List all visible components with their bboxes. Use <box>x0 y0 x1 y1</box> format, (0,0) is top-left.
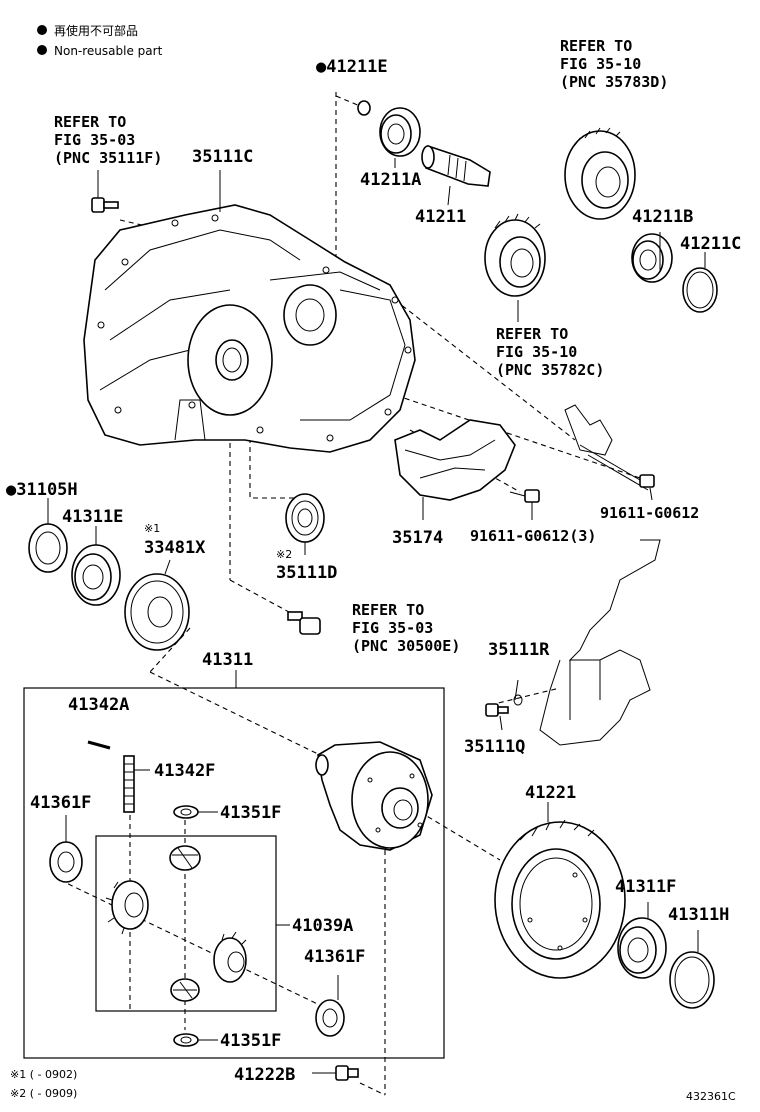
shaft-41211 <box>421 144 491 206</box>
label-41039a: 41039A <box>292 916 353 936</box>
ring-gear-41221 <box>494 819 626 979</box>
bearing-41311e <box>71 544 121 606</box>
washer-33481x <box>124 573 190 651</box>
label-41311h: 41311H <box>668 905 729 925</box>
label-41311f: 41311F <box>615 877 676 897</box>
svg-text:FIG 35-10: FIG 35-10 <box>560 55 641 73</box>
legend: 再使用不可部品 Non-reusable part <box>37 23 163 58</box>
bracket-91611 <box>564 404 655 491</box>
label-41211b: 41211B <box>632 207 693 227</box>
label-35174: 35174 <box>392 528 443 548</box>
reference-fig-35-10-35783d: REFER TO FIG 35-10 (PNC 35783D) <box>560 37 668 91</box>
note-mark-2: ※2 <box>276 548 292 561</box>
case-sketch-right <box>513 539 661 746</box>
side-gear-right <box>213 931 247 983</box>
transaxle-housing <box>83 170 416 453</box>
washer-41361f-b <box>315 999 345 1037</box>
figure-id: 432361C <box>686 1090 736 1103</box>
bearing-41311f <box>617 917 667 979</box>
note-mark-1: ※1 <box>144 522 160 535</box>
label-41211e: ●41211E <box>316 57 388 77</box>
plug-35111q <box>485 703 509 717</box>
label-41342f: 41342F <box>154 761 215 781</box>
label-41222b: 41222B <box>234 1065 295 1085</box>
svg-text:REFER TO: REFER TO <box>496 325 568 343</box>
plug-41211e <box>357 100 371 116</box>
svg-text:(PNC 35782C): (PNC 35782C) <box>496 361 604 379</box>
pinion-gear-bottom <box>170 978 200 1002</box>
svg-text:REFER TO: REFER TO <box>54 113 126 131</box>
leader-lines <box>47 232 706 1074</box>
gear-35783d <box>564 127 636 220</box>
bolt-35111f <box>91 170 119 213</box>
svg-text:REFER TO: REFER TO <box>560 37 632 55</box>
shaft-41342f <box>123 755 150 813</box>
label-41351f-b: 41351F <box>220 1031 281 1051</box>
label-33481x: 33481X <box>144 538 206 558</box>
snap-ring-41311h <box>669 951 715 1009</box>
label-35111c: 35111C <box>192 147 253 167</box>
svg-text:REFER TO: REFER TO <box>352 601 424 619</box>
label-35111r: 35111R <box>488 640 550 660</box>
legend-japanese: 再使用不可部品 <box>54 23 138 38</box>
bolt-30500e <box>287 611 321 635</box>
seal-31105h <box>28 523 68 573</box>
part-labels: ●41211E 41211A 41211 35111C 41211B 41211… <box>6 57 741 1085</box>
label-91611-g0612: 91611-G0612 <box>600 504 699 522</box>
bearing-41211b <box>631 233 673 283</box>
washer-41361f-a <box>49 841 83 883</box>
label-41211a: 41211A <box>360 170 421 190</box>
bolt-41222b <box>335 1065 359 1081</box>
label-41211c: 41211C <box>680 234 741 254</box>
label-41361f-a: 41361F <box>30 793 91 813</box>
oil-receiver-35174 <box>394 419 516 520</box>
bolt-91611-3 <box>509 489 540 503</box>
footnote-1: ※1 ( - 0902) <box>10 1068 77 1081</box>
label-41311e: 41311E <box>62 507 123 527</box>
label-31105h: ●31105H <box>6 480 78 500</box>
gear-35782c <box>484 213 546 322</box>
legend-english: Non-reusable part <box>54 44 163 58</box>
reference-notes: REFER TO FIG 35-10 (PNC 35783D) REFER TO… <box>54 37 668 655</box>
label-35111d: 35111D <box>276 563 337 583</box>
reference-fig-35-03-35111f: REFER TO FIG 35-03 (PNC 35111F) <box>54 113 162 167</box>
label-41221: 41221 <box>525 783 576 803</box>
reference-fig-35-10-35782c: REFER TO FIG 35-10 (PNC 35782C) <box>496 325 604 379</box>
pinion-gear-kit-box <box>95 835 277 1012</box>
svg-text:(PNC 30500E): (PNC 30500E) <box>352 637 460 655</box>
differential-case-41311 <box>315 741 433 851</box>
label-41311: 41311 <box>202 650 253 670</box>
label-41351f-a: 41351F <box>220 803 281 823</box>
footnote-2: ※2 ( - 0909) <box>10 1087 77 1100</box>
non-reusable-marker-icon <box>37 25 47 35</box>
svg-text:(PNC 35111F): (PNC 35111F) <box>54 149 162 167</box>
side-gear-left <box>105 880 149 935</box>
svg-text:(PNC 35783D): (PNC 35783D) <box>560 73 668 91</box>
svg-text:FIG 35-03: FIG 35-03 <box>352 619 433 637</box>
label-41361f-b: 41361F <box>304 947 365 967</box>
snap-ring-41211c <box>682 267 718 313</box>
washer-41351f-b <box>173 1033 199 1047</box>
bearing-41211a <box>379 107 421 168</box>
label-41342a: 41342A <box>68 695 129 715</box>
washer-41351f-a <box>173 805 199 819</box>
svg-text:FIG 35-10: FIG 35-10 <box>496 343 577 361</box>
pinion-gear-top <box>169 845 201 871</box>
footnotes: ※1 ( - 0902) ※2 ( - 0909) <box>10 1068 77 1100</box>
label-91611-g0612-3: 91611-G0612(3) <box>470 527 596 545</box>
label-35111q: 35111Q <box>464 737 525 757</box>
reference-fig-35-03-30500e: REFER TO FIG 35-03 (PNC 30500E) <box>352 601 460 655</box>
non-reusable-marker-icon <box>37 45 47 55</box>
svg-text:FIG 35-03: FIG 35-03 <box>54 131 135 149</box>
differential-assembly-box <box>23 687 445 1059</box>
pin-41342a <box>87 740 111 750</box>
label-41211: 41211 <box>415 207 466 227</box>
oil-seal-35111d <box>285 493 325 543</box>
